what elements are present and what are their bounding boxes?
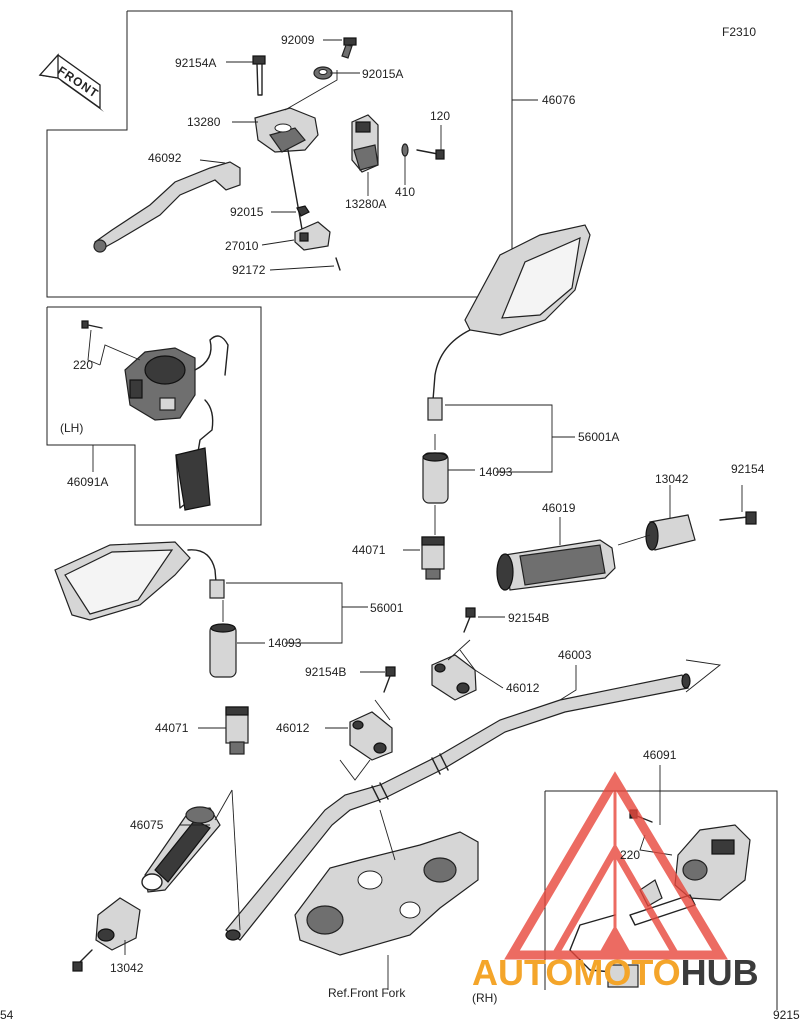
- leader-lines: [87, 39, 743, 990]
- clamp-46012-upper: [431, 654, 477, 701]
- bolt-92154b-upper: [463, 607, 476, 633]
- brake-lever-46092: [93, 161, 241, 253]
- cap-14093-lower: [209, 623, 237, 678]
- label-44071-lower: 44071: [155, 721, 189, 735]
- label-92015a: 92015A: [362, 67, 403, 81]
- label-92154b-lower: 92154B: [305, 665, 346, 679]
- label-120: 120: [430, 109, 450, 123]
- lh-switch-frame: [46, 306, 262, 526]
- label-13042-upper: 13042: [655, 472, 689, 486]
- adapter-44071-upper: [421, 536, 445, 580]
- label-14093-upper: 14093: [479, 465, 513, 479]
- watermark-text-dark: HUB: [681, 952, 759, 993]
- clamp-46012-lower: [349, 711, 393, 761]
- screw-92172: [335, 257, 341, 271]
- bolt-120: [416, 149, 445, 160]
- grip-46075: [141, 806, 221, 893]
- watermark-logo: [504, 771, 728, 960]
- bolt-92009: [341, 37, 357, 59]
- label-27010: 27010: [225, 239, 259, 253]
- screw-220-lh: [81, 320, 103, 329]
- diagram-code: F2310: [722, 25, 756, 39]
- label-92154: 92154: [731, 462, 765, 476]
- bolt-92154: [719, 511, 757, 525]
- mirror-56001: [54, 541, 225, 621]
- mirror-56001a: [427, 224, 591, 421]
- handlebar-46003: [225, 673, 691, 941]
- bolt-92154a: [252, 55, 266, 96]
- label-56001: 56001: [370, 601, 404, 615]
- label-220-rh: 220: [620, 848, 640, 862]
- watermark-text-orange: AUTOMOTO: [472, 952, 681, 993]
- washer-410: [401, 143, 409, 157]
- label-92154b-upper: 92154B: [508, 611, 549, 625]
- label-edge-left: 54: [0, 1008, 14, 1022]
- lever-assembly-frame: [46, 10, 513, 298]
- label-92009: 92009: [281, 33, 315, 47]
- bolt-92154b-lower: [383, 666, 396, 693]
- label-13280: 13280: [187, 115, 221, 129]
- washer-92015a: [313, 66, 333, 80]
- cap-14093-upper: [422, 452, 449, 504]
- weight-13042-lower: [95, 897, 141, 951]
- front-arrow-icon: FRONT: [38, 53, 104, 112]
- label-46003: 46003: [558, 648, 592, 662]
- label-410: 410: [395, 185, 415, 199]
- label-14093-lower: 14093: [268, 636, 302, 650]
- label-46091: 46091: [643, 748, 677, 762]
- switch-27010: [294, 221, 331, 251]
- label-46019: 46019: [542, 501, 576, 515]
- label-46091a: 46091A: [67, 475, 108, 489]
- label-46076: 46076: [542, 93, 576, 107]
- bolt-lower-left: [72, 949, 93, 972]
- lh-switch-housing-46091a: [124, 335, 229, 511]
- label-220-lh: 220: [73, 358, 93, 372]
- label-13280a: 13280A: [345, 197, 386, 211]
- label-46092: 46092: [148, 151, 182, 165]
- top-bridge: [294, 831, 479, 956]
- rh-switch-housing-46091: [569, 824, 751, 988]
- label-lh-side: (LH): [60, 421, 83, 435]
- adapter-44071-lower: [225, 706, 249, 755]
- label-92015: 92015: [230, 205, 264, 219]
- label-rh-side: (RH): [472, 991, 497, 1005]
- label-13042-lower: 13042: [110, 961, 144, 975]
- master-cylinder-13280: [254, 107, 319, 236]
- label-44071-upper: 44071: [352, 543, 386, 557]
- label-92154a: 92154A: [175, 56, 216, 70]
- weight-13042-upper: [645, 514, 696, 551]
- watermark-text: AUTOMOTOHUB: [472, 952, 759, 993]
- label-ref-front-fork: Ref.Front Fork: [328, 986, 406, 1000]
- label-46012-upper: 46012: [506, 681, 540, 695]
- grip-46019: [496, 539, 616, 591]
- label-46012-lower: 46012: [276, 721, 310, 735]
- label-edge-right: 9215: [773, 1008, 800, 1022]
- label-46075: 46075: [130, 818, 164, 832]
- label-92172: 92172: [232, 263, 266, 277]
- nut-92015: [296, 205, 310, 217]
- label-56001a: 56001A: [578, 430, 619, 444]
- clamp-13280a: [351, 114, 379, 173]
